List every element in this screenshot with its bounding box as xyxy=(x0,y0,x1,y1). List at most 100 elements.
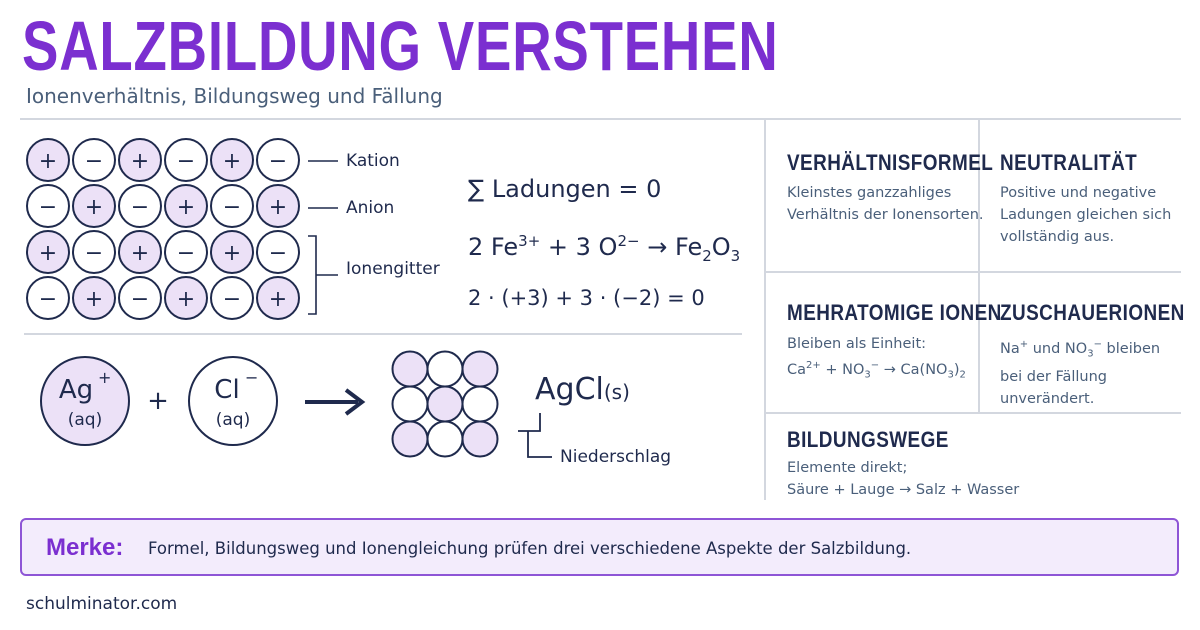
cation-sign: + xyxy=(269,195,287,220)
left-section-divider xyxy=(24,333,742,335)
label-ionengitter: Ionengitter xyxy=(346,259,440,279)
anion-circle xyxy=(164,230,208,274)
precipitate-particle xyxy=(461,385,499,423)
cl-ion-circle xyxy=(188,356,278,446)
ag-charge: + xyxy=(98,368,111,387)
product-fe-sub: 2 xyxy=(702,246,712,265)
lattice-grid: +−+−+−−+−+−++−+−+−−+−+−+ xyxy=(26,138,300,320)
anion-circle xyxy=(118,184,162,228)
card-neutralitaet-text: Positive und negative Ladungen gleichen … xyxy=(1000,182,1171,248)
o-charge: 2− xyxy=(617,232,640,250)
header-divider xyxy=(20,118,1181,120)
anion-sign: − xyxy=(223,287,241,312)
ag-symbol: Ag xyxy=(59,375,93,405)
sum-symbol: ∑ xyxy=(468,175,485,203)
cards-left-border xyxy=(764,120,766,500)
na-term: Na xyxy=(1000,340,1020,357)
label-niederschlag: Niederschlag xyxy=(560,447,671,467)
precipitate-particle xyxy=(391,350,429,388)
label-anion: Anion xyxy=(346,198,395,218)
card-line: Positive und negative xyxy=(1000,185,1157,201)
charge-sum-equation: ∑ Ladungen = 0 xyxy=(468,175,661,203)
page-subtitle: Ionenverhältnis, Bildungsweg und Fällung xyxy=(26,84,443,108)
sum-text: Ladungen = 0 xyxy=(491,175,662,203)
precipitate-particle xyxy=(461,420,499,458)
anion-sign: − xyxy=(131,287,149,312)
merke-text: Formel, Bildungsweg und Ionengleichung p… xyxy=(148,539,912,558)
cl-symbol: Cl xyxy=(214,375,239,405)
cation-sign: + xyxy=(39,149,57,174)
anion-sign: − xyxy=(177,149,195,174)
reaction-arrow xyxy=(305,388,366,416)
anion-circle xyxy=(26,276,70,320)
anion-circle xyxy=(72,230,116,274)
card-verhaeltnisformel-title: VERHÄLTNISFORMEL xyxy=(787,150,994,175)
precipitate-particle xyxy=(391,385,429,423)
ion-lattice: +−+−+−−+−+−++−+−+−−+−+−+ xyxy=(26,138,300,320)
product-o: O xyxy=(711,233,731,261)
cation-circle xyxy=(256,276,300,320)
cl-charge: − xyxy=(245,368,258,387)
bleiben-text: bleiben xyxy=(1101,340,1161,357)
lattice-leaders xyxy=(308,160,338,315)
niederschlag-leader xyxy=(518,413,552,458)
iron-oxide-equation: 2 Fe3+ + 3 O2− → Fe2O3 xyxy=(468,232,740,265)
cation-sign: + xyxy=(177,195,195,220)
card-line: Kleinstes ganzzahliges xyxy=(787,185,952,201)
calcium-nitrate-equation: Ca2+ + NO3− → Ca(NO3)2 xyxy=(787,355,966,387)
spectator-ions-line: Na+ und NO3− bleiben xyxy=(1000,334,1160,366)
anion-sign: − xyxy=(223,195,241,220)
precipitate-particle xyxy=(391,420,429,458)
ca-no3-product: → Ca(NO xyxy=(879,361,948,378)
card-zuschauerionen-title: ZUSCHAUERIONEN xyxy=(1000,300,1185,325)
anion-sign: − xyxy=(269,241,287,266)
reaction-plus: + xyxy=(147,386,169,416)
cation-circle xyxy=(26,138,70,182)
card-verhaeltnisformel-text: Kleinstes ganzzahliges Verhältnis der Io… xyxy=(787,182,984,226)
ag-ion-circle xyxy=(40,356,130,446)
precipitate-particle xyxy=(426,385,464,423)
cation-circle xyxy=(164,184,208,228)
cl-state: (aq) xyxy=(216,410,250,430)
cation-circle xyxy=(210,230,254,274)
anion-circle xyxy=(256,230,300,274)
precipitate-particle xyxy=(426,420,464,458)
fe-term: 2 Fe xyxy=(468,233,519,261)
card-line: vollständig aus. xyxy=(1000,229,1115,245)
footer-site: schulminator.com xyxy=(26,594,178,614)
cards-row2-divider xyxy=(765,412,1181,414)
label-kation: Kation xyxy=(346,151,400,171)
cation-sign: + xyxy=(85,287,103,312)
precipitate-particle xyxy=(426,350,464,388)
cation-circle xyxy=(164,276,208,320)
anion-circle xyxy=(210,184,254,228)
anion-circle xyxy=(256,138,300,182)
card-line: Bleiben als Einheit: xyxy=(787,336,927,352)
ag-state: (aq) xyxy=(68,410,102,430)
no3-charge: − xyxy=(1093,339,1102,350)
card-bildungswege-text: Elemente direkt; Säure + Lauge → Salz + … xyxy=(787,457,1019,501)
no3-charge: − xyxy=(870,360,880,371)
ca-charge: 2+ xyxy=(806,360,821,371)
product-inner-sub: 3 xyxy=(947,369,954,381)
no3-sub: 3 xyxy=(864,369,871,381)
anion-circle xyxy=(72,138,116,182)
card-line: Säure + Lauge → Salz + Wasser xyxy=(787,482,1020,498)
anion-sign: − xyxy=(85,149,103,174)
product-outer-sub: 2 xyxy=(959,369,966,381)
anion-circle xyxy=(164,138,208,182)
card-line: unverändert. xyxy=(1000,390,1095,407)
product-state: (s) xyxy=(604,380,630,404)
product-close: ) xyxy=(953,361,960,378)
card-neutralitaet-title: NEUTRALITÄT xyxy=(1000,150,1138,175)
cation-sign: + xyxy=(223,241,241,266)
cards-row1-divider xyxy=(765,271,1181,273)
cation-circle xyxy=(256,184,300,228)
cards-middle-border xyxy=(978,120,980,412)
anion-sign: − xyxy=(177,241,195,266)
cation-circle xyxy=(118,230,162,274)
cation-sign: + xyxy=(269,287,287,312)
product-agcl: AgCl xyxy=(535,372,604,407)
na-charge: + xyxy=(1019,339,1029,350)
no3-sub: 3 xyxy=(1087,348,1094,360)
